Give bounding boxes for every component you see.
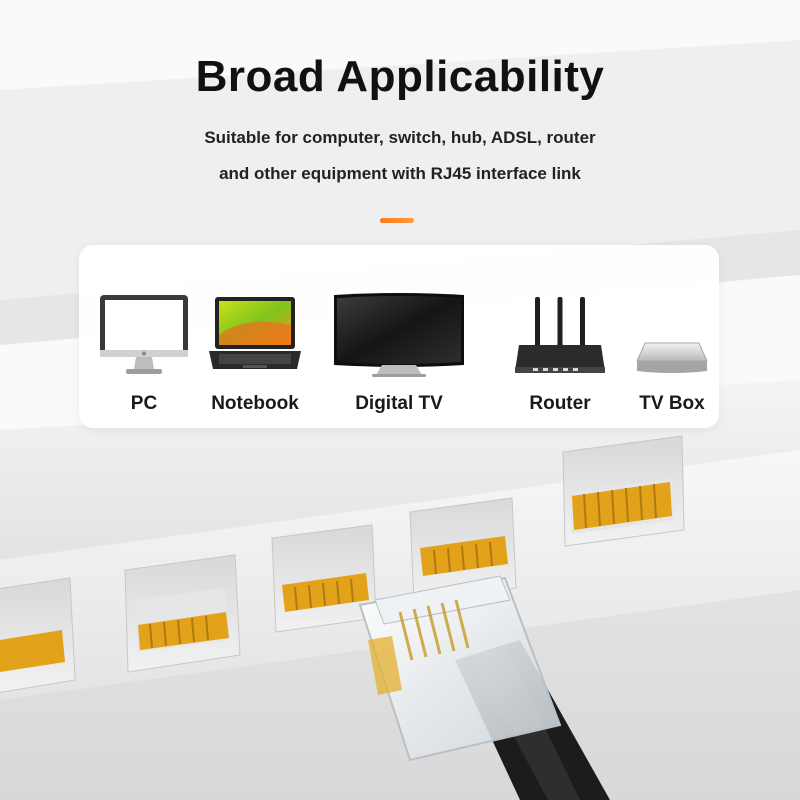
- device-panel: PC Notebook: [79, 245, 719, 428]
- device-notebook: Notebook: [201, 245, 309, 428]
- device-label-router: Router: [529, 393, 591, 414]
- tv-box-icon: [636, 342, 708, 373]
- subtitle-line-2: and other equipment with RJ45 interface …: [219, 164, 581, 183]
- pc-monitor-icon: [100, 295, 188, 374]
- device-digital-tv: Digital TV: [324, 245, 474, 428]
- device-tv-box: TV Box: [627, 245, 717, 428]
- laptop-icon: [209, 297, 301, 369]
- tv-icon: [334, 293, 464, 377]
- device-router: Router: [509, 245, 611, 428]
- accent-divider: [380, 218, 414, 223]
- device-label-tv-box: TV Box: [639, 393, 705, 414]
- device-label-notebook: Notebook: [211, 393, 299, 414]
- device-label-pc: PC: [130, 393, 158, 414]
- router-icon: [515, 297, 605, 373]
- page-title: Broad Applicability: [195, 52, 605, 101]
- device-label-digital-tv: Digital TV: [355, 393, 443, 414]
- device-pc: PC: [94, 245, 194, 428]
- subtitle-line-1: Suitable for computer, switch, hub, ADSL…: [204, 128, 596, 147]
